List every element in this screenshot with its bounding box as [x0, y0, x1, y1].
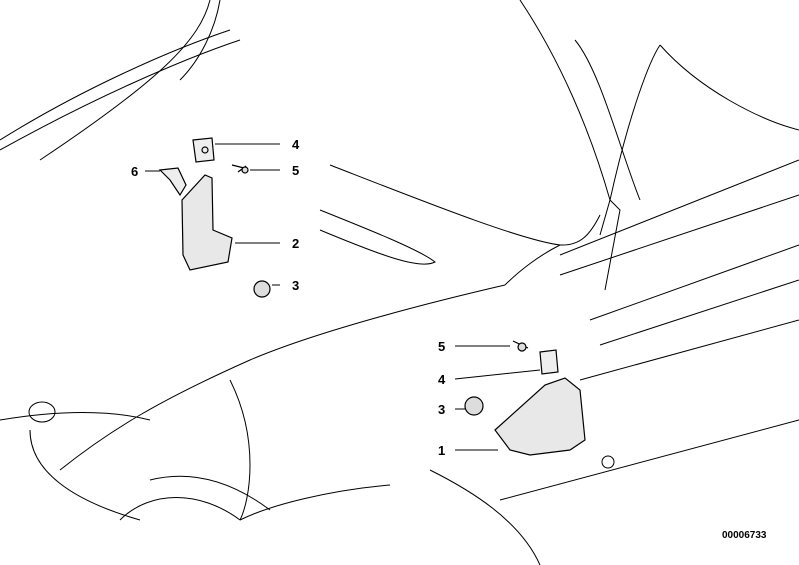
callout-4-upper: 4 — [292, 137, 300, 152]
callout-4-lower: 4 — [438, 372, 446, 387]
leader-lines — [145, 143, 541, 451]
callout-3-lower: 3 — [438, 402, 446, 417]
callout-2: 2 — [292, 236, 300, 251]
part-upper-clip — [158, 137, 271, 298]
callout-5-upper: 5 — [292, 163, 300, 178]
part-lower-trim — [464, 340, 586, 456]
callout-1: 1 — [438, 443, 446, 458]
diagram-reference-number: 00006733 — [722, 530, 767, 541]
callout-6: 6 — [131, 164, 139, 179]
callout-3-upper: 3 — [292, 278, 300, 293]
callout-5-lower: 5 — [438, 339, 446, 354]
